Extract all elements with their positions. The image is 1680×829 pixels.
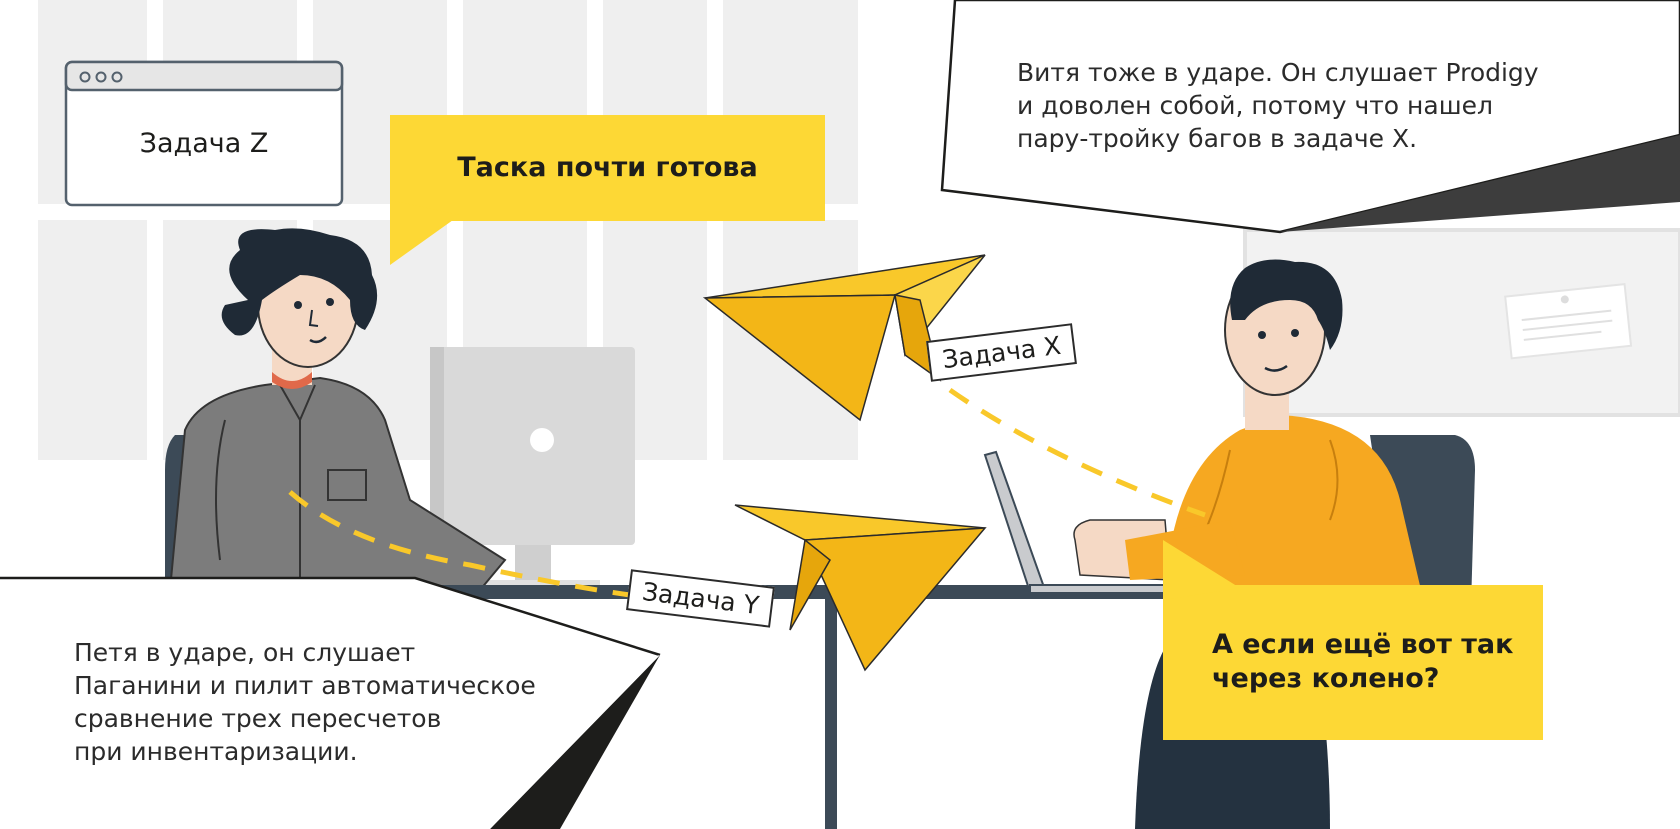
speech-bubble-right	[1163, 540, 1543, 740]
narration-bottom-line3: сравнение трех пересчетов	[74, 704, 442, 733]
narration-top-box	[940, 0, 1680, 234]
left-person	[168, 228, 507, 591]
speech-bubble-left	[390, 115, 825, 265]
window-card-frame	[64, 60, 344, 207]
speech-bubble-right-line1: А если ещё вот так	[1212, 629, 1514, 660]
pinboard	[1243, 228, 1680, 417]
speech-bubble-left-text: Таска почти готова	[457, 152, 758, 183]
narration-bottom-text: Петя в ударе, он слушает Паганини и пили…	[74, 636, 536, 768]
window-card-title: Задача Z	[139, 128, 269, 159]
narration-top-text: Витя тоже в ударе. Он слушает Prodigy и …	[1017, 56, 1539, 155]
narration-bottom-line4: при инвентаризации.	[74, 737, 358, 766]
narration-bottom-line1: Петя в ударе, он слушает	[74, 638, 416, 667]
narration-bottom-line2: Паганини и пилит автоматическое	[74, 671, 536, 700]
narration-top-line3: пару-тройку багов в задаче X.	[1017, 124, 1418, 153]
speech-bubble-right-line2: через колено?	[1212, 663, 1440, 694]
speech-bubble-right-text: А если ещё вот так через колено?	[1212, 628, 1513, 696]
laptop	[983, 450, 1171, 594]
narration-top-line2: и доволен собой, потому что нашел	[1017, 91, 1493, 120]
paper-plane-lower	[734, 504, 987, 672]
narration-bottom-box	[0, 576, 661, 829]
flight-paths	[288, 387, 1206, 598]
narration-top-line1: Витя тоже в ударе. Он слушает Prodigy	[1017, 58, 1539, 87]
